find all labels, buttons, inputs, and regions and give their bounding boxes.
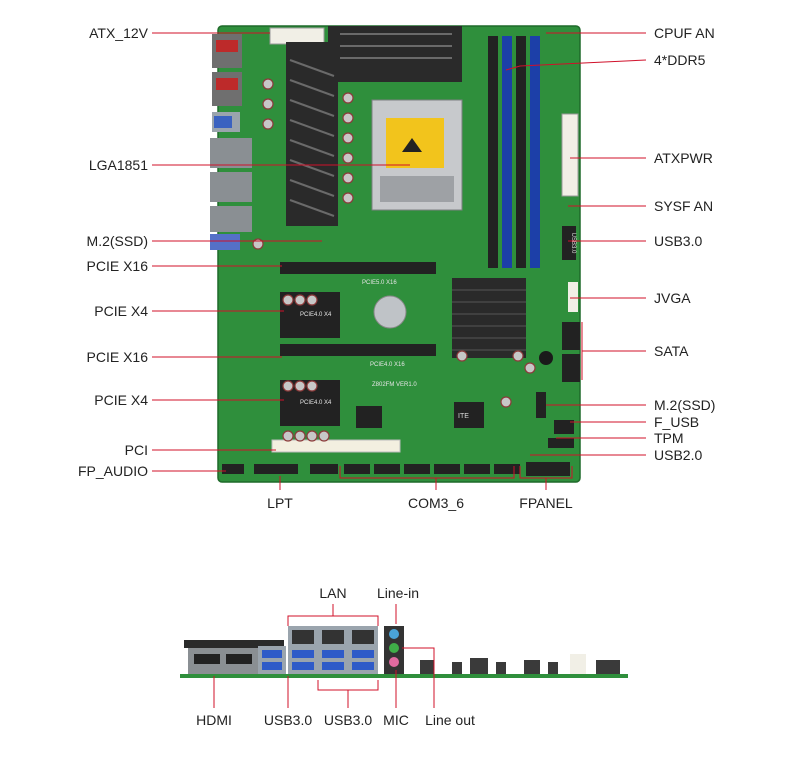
chipset-heatsink	[452, 278, 526, 358]
callout-sata: SATA	[654, 343, 689, 359]
callout-usb3-io-2: USB3.0	[324, 712, 372, 728]
callout-sys-fan: SYSF AN	[654, 198, 713, 214]
ite-chip	[454, 402, 484, 428]
atx-power-connector	[561, 113, 579, 197]
callout-line-in: Line-in	[377, 585, 419, 601]
callout-usb2: USB2.0	[654, 447, 702, 463]
callout-lan: LAN	[319, 585, 346, 601]
callout-atxpwr: ATXPWR	[654, 150, 713, 166]
cmos-battery	[373, 295, 407, 329]
leader-lines	[152, 32, 647, 490]
callout-pcie-x4-2: PCIE X4	[94, 392, 148, 408]
sata-ports	[562, 322, 580, 382]
capacitors	[252, 78, 536, 442]
callout-mic: MIC	[383, 712, 409, 728]
callout-usb3-io-1: USB3.0	[264, 712, 312, 728]
callout-jvga: JVGA	[654, 290, 691, 306]
board-edge-components	[420, 654, 620, 674]
callout-m2-ssd: M.2(SSD)	[87, 233, 148, 249]
callout-tpm: TPM	[654, 430, 684, 446]
callout-ddr5: 4*DDR5	[654, 52, 706, 68]
callout-line-out: Line out	[425, 712, 475, 728]
jvga-header	[568, 282, 578, 312]
usb3-header	[562, 226, 576, 260]
dimm-slots	[488, 36, 540, 268]
callout-f-usb: F_USB	[654, 414, 699, 430]
pcie-slot1-silkscreen: PCIE5.0 X16	[362, 280, 397, 286]
lan-usb-stacks	[288, 626, 378, 674]
callout-lga1851: LGA1851	[89, 157, 148, 173]
bottom-headers	[222, 420, 574, 476]
io-leader-lines	[213, 604, 435, 708]
board-model-silkscreen: Z802FM VER1.0	[372, 382, 417, 388]
pcie-slot3-silkscreen: PCIE4.0 X16	[370, 362, 405, 368]
callout-m2-ssd-2: M.2(SSD)	[654, 397, 715, 413]
right-callouts: CPUF AN 4*DDR5 ATXPWR SYSF AN USB3.0 JVG…	[654, 25, 715, 463]
bottom-callouts: LPT COM3_6 FPANEL	[267, 495, 573, 511]
audio-jacks	[384, 626, 404, 674]
io-pcb-edge	[180, 674, 628, 678]
pcie-slot4-silkscreen: PCIE4.0 X4	[300, 400, 332, 406]
rear-io-ports	[210, 34, 252, 250]
callout-pci: PCI	[125, 442, 148, 458]
cpu-socket	[371, 99, 463, 211]
callout-hdmi: HDMI	[196, 712, 232, 728]
pcie-slot2-silkscreen: PCIE4.0 X4	[300, 312, 332, 318]
m2-slot-secondary	[536, 392, 546, 418]
motherboard: USB3.0 PCIE5.0 X16 PCIE4.0 X4 PCIE4.0 X1…	[210, 25, 581, 483]
callout-pcie-x16-1: PCIE X16	[87, 258, 149, 274]
io-bottom-callouts: HDMI USB3.0 USB3.0 MIC Line out	[196, 712, 475, 728]
callout-pcie-x16-2: PCIE X16	[87, 349, 149, 365]
io-chip	[356, 406, 382, 428]
left-callouts: ATX_12V LGA1851 M.2(SSD) PCIE X16 PCIE X…	[78, 25, 149, 479]
callout-usb3: USB3.0	[654, 233, 702, 249]
callout-cpu-fan: CPUF AN	[654, 25, 715, 41]
rear-io-side-view	[180, 626, 628, 678]
callout-lpt: LPT	[267, 495, 293, 511]
callout-fpanel: FPANEL	[519, 495, 573, 511]
vrm-heatsinks	[286, 26, 462, 226]
callout-atx-12v: ATX_12V	[89, 25, 149, 41]
atx-12v-connector	[269, 27, 325, 45]
callout-com3-6: COM3_6	[408, 495, 464, 511]
buzzer	[539, 351, 553, 365]
callout-fp-audio: FP_AUDIO	[78, 463, 148, 479]
usb3-header-silkscreen: USB3.0	[570, 233, 576, 254]
ite-chip-label: ITE	[458, 413, 469, 420]
callout-pcie-x4-1: PCIE X4	[94, 303, 148, 319]
io-top-callouts: LAN Line-in	[319, 585, 419, 601]
